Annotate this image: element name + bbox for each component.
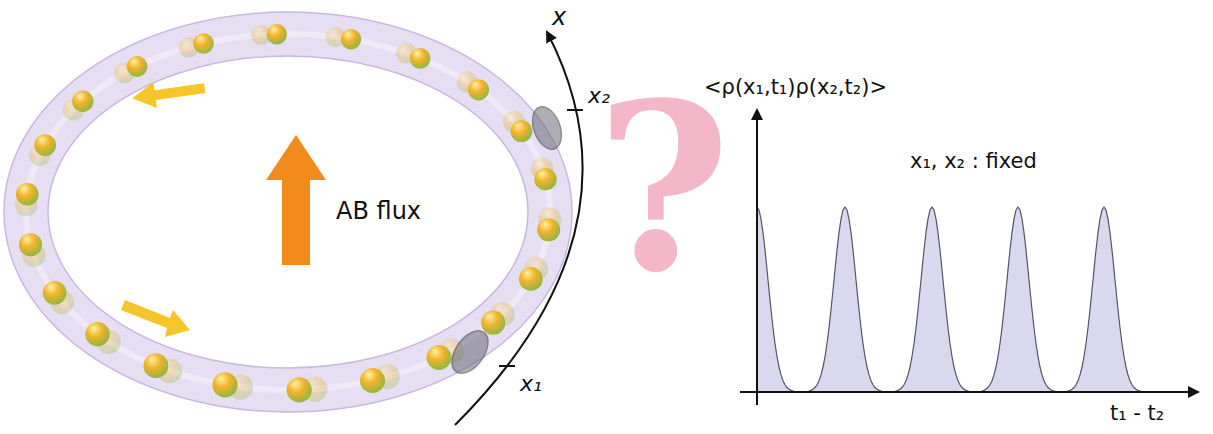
particle (410, 48, 431, 69)
particle (85, 322, 109, 346)
flow-arrow (121, 300, 190, 337)
ring-outer-edge (4, 12, 572, 412)
particle (287, 377, 312, 402)
particle (519, 267, 543, 291)
ring-tube (26, 34, 550, 390)
axis-title: t₁ - t₂ (1110, 402, 1164, 425)
axis-title: <ρ(x₁,t₁)ρ(x₂,t₂)> (704, 76, 887, 99)
tick (499, 365, 515, 367)
particle (193, 33, 214, 54)
particle (16, 183, 39, 206)
position-label: x₁ (520, 372, 542, 396)
particle (481, 311, 505, 335)
particle (468, 79, 489, 100)
particle (43, 281, 67, 305)
particle (341, 29, 361, 49)
particle (511, 120, 533, 142)
particle (212, 372, 237, 397)
particle (19, 233, 42, 256)
correlation-peaks (757, 207, 1144, 392)
particle (534, 168, 556, 190)
peak (978, 207, 1058, 392)
tick (567, 109, 583, 111)
peak (892, 207, 972, 392)
y-axis (756, 110, 758, 405)
particles (15, 24, 561, 402)
flow-arrow (131, 75, 207, 111)
particle (127, 56, 148, 77)
ring-highlight (26, 34, 550, 390)
peak (805, 207, 885, 392)
x-axis (740, 391, 1198, 393)
cross-section (527, 103, 566, 153)
ring-torus (4, 12, 572, 412)
particle (427, 345, 452, 370)
x-coordinate-axis (455, 32, 583, 425)
flux-label: AB flux (336, 198, 421, 224)
peak (757, 207, 797, 392)
annotation: x₁, x₂ : fixed (910, 150, 1037, 173)
question-mark: ? (596, 62, 731, 315)
cross-section (445, 324, 495, 379)
particle (360, 368, 385, 393)
particle (267, 24, 287, 44)
particle (34, 134, 56, 156)
ring-inner-edge (48, 56, 528, 368)
axis-label: x (552, 4, 566, 30)
peak (1064, 207, 1144, 392)
flux-arrow (266, 135, 326, 265)
particle (72, 91, 93, 112)
particle (537, 218, 560, 241)
particle (144, 353, 169, 378)
